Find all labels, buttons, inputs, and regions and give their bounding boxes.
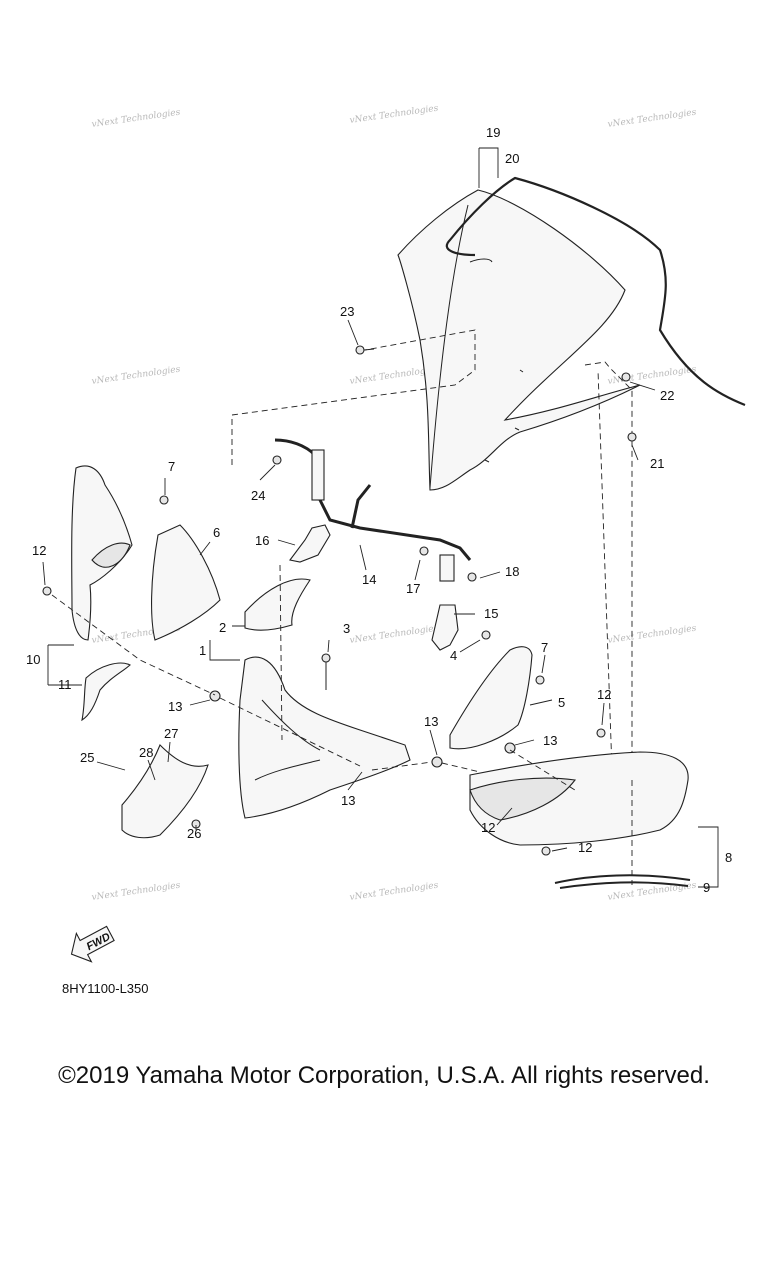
reference-code: 8HY1100-L350 — [62, 981, 149, 996]
watermark: vNext Technologies — [607, 108, 697, 130]
callout-17: 17 — [406, 581, 420, 596]
callout-1: 1 — [199, 643, 206, 658]
callout-10: 10 — [26, 652, 40, 667]
grommet-13-c — [431, 756, 443, 768]
mounting-outline-right — [584, 361, 633, 771]
bolt-12-left — [42, 586, 52, 596]
stay-arm — [350, 484, 372, 529]
callout-13-b: 13 — [424, 714, 438, 729]
duct-11-part — [81, 662, 131, 722]
cover-16-part — [289, 524, 331, 563]
bolt-12-mid — [596, 728, 606, 738]
callout-12-mid: 12 — [597, 687, 611, 702]
callout-2: 2 — [219, 620, 226, 635]
inner-panel-6-part — [151, 524, 221, 641]
callout-23: 23 — [340, 304, 354, 319]
windscreen-trim-edge — [469, 258, 493, 263]
callout-24: 24 — [251, 488, 265, 503]
bolt-23-shank — [363, 348, 375, 351]
side-panel-10-cutout — [91, 542, 131, 568]
cover-15-part — [431, 604, 459, 651]
callout-9: 9 — [703, 880, 710, 895]
side-cowling-8-part — [469, 751, 689, 846]
bolt-7-left — [159, 495, 169, 505]
side-cowling-8-inner — [469, 777, 576, 821]
callout-22: 22 — [660, 388, 674, 403]
inner-panel-5-part — [449, 646, 533, 750]
bolt-12-bottom — [541, 846, 551, 856]
nut-18 — [467, 572, 477, 582]
callout-12-left: 12 — [32, 543, 46, 558]
watermark: vNext Technologies — [91, 365, 181, 387]
stay-bracket — [311, 449, 325, 501]
bolt-7-right — [535, 675, 545, 685]
callout-7-left: 7 — [168, 459, 175, 474]
leader-lines — [42, 147, 719, 888]
callout-13-c: 13 — [543, 733, 557, 748]
callout-8: 8 — [725, 850, 732, 865]
windscreen-part — [397, 189, 641, 491]
callout-4: 4 — [450, 648, 457, 663]
bolt-3 — [321, 653, 331, 663]
watermark: vNext Technologies — [91, 881, 181, 903]
bolt-22 — [621, 372, 631, 382]
callout-26: 26 — [187, 826, 201, 841]
fwd-label: FWD — [85, 931, 113, 953]
bolt-21 — [627, 432, 637, 442]
mounting-outline — [231, 329, 476, 465]
callout-14: 14 — [362, 572, 376, 587]
side-cowling-1-inner — [254, 699, 321, 781]
callout-6: 6 — [213, 525, 220, 540]
bolt-23 — [355, 345, 365, 355]
bolt-24 — [272, 455, 282, 465]
trim-9-part — [554, 874, 691, 889]
callout-16: 16 — [255, 533, 269, 548]
callout-13-d: 13 — [341, 793, 355, 808]
callout-3: 3 — [343, 621, 350, 636]
duct-2-part — [244, 578, 311, 631]
callout-12-bottom: 12 — [578, 840, 592, 855]
callout-18: 18 — [505, 564, 519, 579]
watermark: vNext Technologies — [349, 104, 439, 126]
callout-7-right: 7 — [541, 640, 548, 655]
watermark: vNext Technologies — [607, 624, 697, 646]
fwd-arrow-icon: FWD — [70, 925, 115, 963]
windscreen-trim-part — [445, 176, 746, 407]
parts-diagram: vNext Technologies vNext Technologies vN… — [26, 104, 746, 996]
watermark: vNext Technologies — [607, 365, 697, 387]
callout-20: 20 — [505, 151, 519, 166]
callout-27: 27 — [164, 726, 178, 741]
copyright-notice: ©2019 Yamaha Motor Corporation, U.S.A. A… — [58, 1062, 710, 1089]
callout-21: 21 — [650, 456, 664, 471]
callout-13-a: 13 — [168, 699, 182, 714]
stay-part — [274, 438, 472, 561]
watermark: vNext Technologies — [349, 624, 439, 646]
nut-4 — [481, 630, 491, 640]
grommet-13-d — [504, 742, 516, 754]
callout-5: 5 — [558, 695, 565, 710]
watermark: vNext Technologies — [91, 108, 181, 130]
windscreen-holes — [484, 369, 524, 463]
callouts: 1 2 3 4 5 6 7 7 8 9 10 11 12 12 12 12 13… — [26, 125, 732, 895]
callout-19: 19 — [486, 125, 500, 140]
callout-12-low: 12 — [481, 820, 495, 835]
watermark: vNext Technologies — [349, 881, 439, 903]
stay-bracket-right — [439, 554, 455, 582]
callout-11: 11 — [58, 677, 72, 692]
callout-25: 25 — [80, 750, 94, 765]
bolt-17 — [419, 546, 429, 556]
callout-28: 28 — [139, 745, 153, 760]
side-cowling-1-part — [238, 656, 411, 819]
callout-15: 15 — [484, 606, 498, 621]
windscreen-inner-line — [429, 204, 469, 489]
grommet-13-a — [209, 690, 221, 702]
